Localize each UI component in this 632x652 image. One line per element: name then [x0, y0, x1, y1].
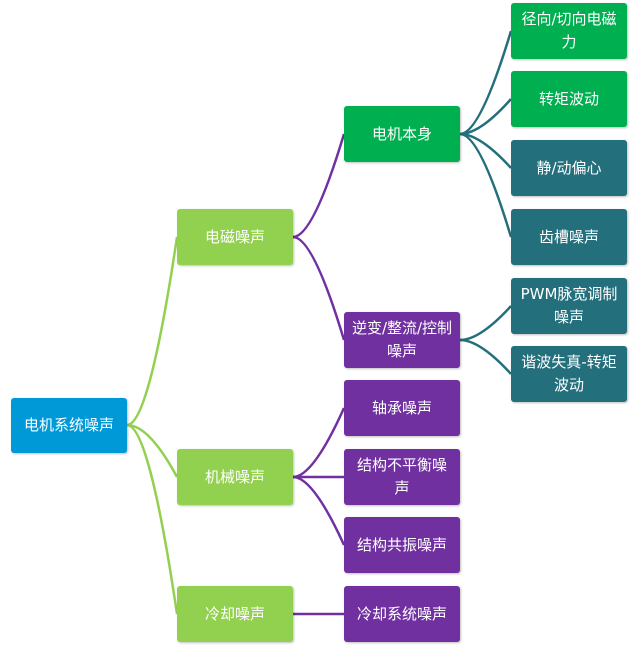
root-node: 电机系统噪声: [11, 398, 127, 453]
connector-motor-cogging: [459, 132, 513, 238]
node-pwm-noise: PWM脉宽调制噪声: [511, 278, 627, 334]
node-inverter-control-noise: 逆变/整流/控制噪声: [344, 312, 460, 368]
connector-root-mechanical: [126, 423, 179, 478]
connector-root-electromagnetic: [126, 236, 179, 427]
connector-inverter-harmonic: [459, 338, 512, 375]
node-bearing-noise: 轴承噪声: [344, 380, 460, 436]
node-static-dynamic-eccentricity: 静/动偏心: [511, 140, 627, 196]
connector-em-motor: [292, 133, 346, 239]
connector-inverter-pwm: [459, 305, 512, 342]
node-harmonic-torque-ripple: 谐波失真-转矩波动: [511, 346, 627, 402]
node-structural-imbalance-noise: 结构不平衡噪声: [344, 449, 460, 505]
node-cogging-noise: 齿槽噪声: [511, 209, 627, 265]
connector-mech-bearing: [292, 407, 346, 479]
node-mechanical-noise: 机械噪声: [177, 449, 293, 505]
node-cooling-noise: 冷却噪声: [177, 586, 293, 642]
node-electromagnetic-noise: 电磁噪声: [177, 209, 293, 265]
node-motor-itself: 电机本身: [344, 106, 460, 162]
connector-mech-resonance: [292, 475, 346, 546]
node-structural-resonance-noise: 结构共振噪声: [344, 517, 460, 573]
connector-motor-force: [459, 30, 513, 136]
node-torque-ripple: 转矩波动: [511, 71, 627, 127]
node-radial-tangential-force: 径向/切向电磁力: [511, 3, 627, 59]
connector-em-inverter: [292, 235, 346, 341]
connector-root-cooling: [126, 423, 179, 615]
node-cooling-system-noise: 冷却系统噪声: [344, 586, 460, 642]
